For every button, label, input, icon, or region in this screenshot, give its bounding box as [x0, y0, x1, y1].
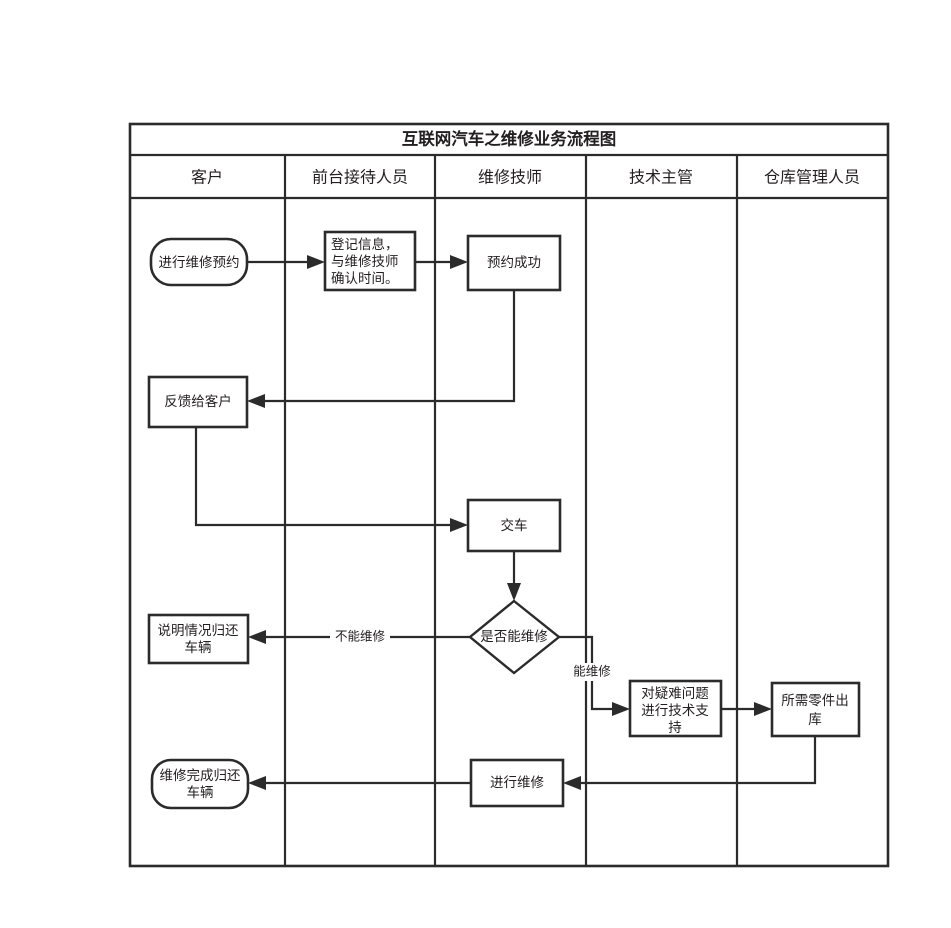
node-register-info[interactable]: 登记信息， 与维修技师 确认时间。	[323, 230, 417, 292]
node-register-info-label-line3: 确认时间。	[331, 271, 399, 287]
node-feedback-customer[interactable]: 反馈给客户	[147, 375, 249, 429]
node-appointment-success-shape	[466, 234, 562, 292]
node-parts-outbound-shape	[770, 681, 861, 738]
node-parts-outbound-label-line1: 所需零件出	[781, 693, 849, 709]
lane-header-reception: 前台接待人员	[312, 168, 408, 187]
edge-success-to-feedback	[247, 290, 516, 408]
node-deliver-vehicle-shape	[466, 498, 562, 553]
edge-decision-to-explain: 不能维修	[248, 628, 470, 646]
node-tech-support[interactable]: 对疑难问题 进行技术支 持	[628, 679, 723, 738]
swimlane-frame	[128, 122, 890, 868]
node-tech-support-shape	[628, 679, 723, 738]
diagram-outer-border	[128, 122, 890, 868]
node-appointment-success-label: 预约成功	[487, 255, 541, 271]
node-register-info-shape	[323, 230, 417, 292]
node-explain-return-label-line1: 说明情况归还	[158, 622, 239, 639]
arrow-head-repair-to-return	[248, 776, 266, 790]
node-parts-outbound-label-line2: 库	[808, 712, 822, 728]
edge-label-can-repair: 能维修	[573, 664, 611, 679]
node-tech-support-label-line3: 持	[668, 720, 682, 736]
arrow-head-feedback-to-deliver	[450, 518, 468, 532]
edge-repair-to-return	[248, 776, 471, 790]
node-feedback-customer-label: 反馈给客户	[164, 393, 232, 410]
node-start-appointment-label: 进行维修预约	[159, 255, 240, 271]
node-register-info-label-line2: 与维修技师	[331, 254, 399, 270]
edge-label-cannot-repair: 不能维修	[335, 629, 386, 644]
node-start-appointment-shape	[149, 237, 249, 287]
lane-header-warehouse: 仓库管理人员	[764, 168, 860, 187]
node-explain-return-label-line2: 车辆	[185, 639, 212, 656]
arrow-head-support-to-parts	[754, 702, 772, 716]
node-repairable-decision-shape	[468, 599, 561, 675]
node-tech-support-label-line2: 进行技术支	[641, 703, 709, 719]
node-perform-repair-label: 进行维修	[490, 775, 544, 791]
arrow-head-decision-to-support	[612, 702, 630, 716]
edge-support-to-parts	[721, 702, 772, 716]
node-deliver-vehicle-label: 交车	[501, 517, 528, 534]
node-repair-done-return-label-line1: 维修完成归还	[160, 767, 241, 784]
node-start-appointment[interactable]: 进行维修预约	[149, 237, 249, 287]
node-tech-support-label-line1: 对疑难问题	[641, 686, 709, 702]
node-repairable-decision[interactable]: 是否能维修	[468, 599, 561, 675]
node-appointment-success[interactable]: 预约成功	[466, 234, 562, 292]
lane-header-technician: 维修技师	[478, 168, 542, 187]
node-explain-return-shape	[147, 613, 250, 665]
arrow-head-parts-to-repair	[563, 776, 581, 790]
edge-feedback-to-deliver	[194, 427, 468, 532]
edge-start-to-register	[247, 255, 325, 269]
edge-deliver-to-decision	[507, 551, 521, 601]
node-perform-repair[interactable]: 进行维修	[469, 758, 565, 808]
arrow-head-success-to-feedback	[247, 394, 265, 408]
node-repair-done-return-shape	[150, 758, 250, 810]
node-repair-done-return[interactable]: 维修完成归还 车辆	[150, 758, 250, 810]
node-register-info-label-line1: 登记信息，	[331, 236, 399, 253]
lane-headers: 客户 前台接待人员 维修技师 技术主管 仓库管理人员	[191, 168, 860, 187]
node-feedback-customer-shape	[147, 375, 249, 429]
lane-separators-header	[283, 155, 739, 198]
diagram-title: 互联网汽车之维修业务流程图	[402, 129, 617, 149]
node-repair-done-return-label-line2: 车辆	[187, 784, 214, 801]
lane-separators-body	[283, 198, 739, 866]
edge-decision-to-support: 能维修	[559, 635, 630, 716]
arrow-head-deliver-to-decision	[507, 583, 521, 601]
arrow-head-decision-to-explain	[248, 630, 266, 644]
node-repairable-decision-label: 是否能维修	[480, 629, 548, 645]
edge-register-to-success	[415, 255, 468, 269]
arrow-head-register-to-success	[450, 255, 468, 269]
edge-parts-to-repair	[563, 736, 817, 790]
lane-header-customer: 客户	[191, 168, 223, 187]
arrow-head-start-to-register	[307, 255, 325, 269]
node-perform-repair-shape	[469, 758, 565, 808]
lane-header-supervisor: 技术主管	[629, 168, 693, 187]
node-deliver-vehicle[interactable]: 交车	[466, 498, 562, 553]
node-parts-outbound[interactable]: 所需零件出 库	[770, 681, 861, 738]
node-explain-return[interactable]: 说明情况归还 车辆	[147, 613, 250, 665]
connectors: 不能维修 能维修	[194, 255, 817, 790]
